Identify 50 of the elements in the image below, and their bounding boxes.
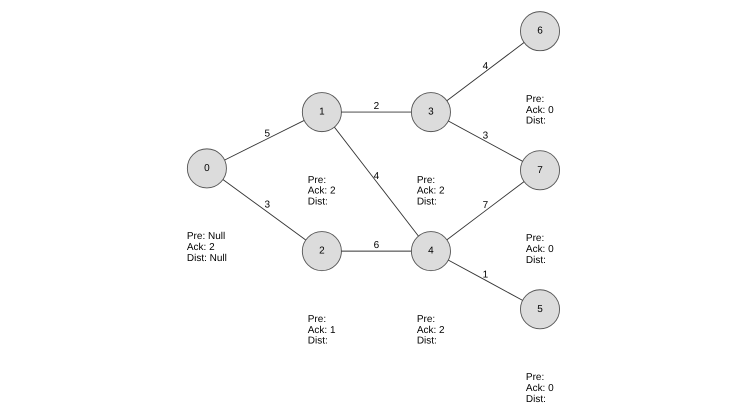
edge-label: 3 <box>482 130 488 142</box>
node-label: Pre: <box>526 94 544 105</box>
node-label: Pre: Null <box>186 231 226 242</box>
node-circle: 4 <box>410 231 451 272</box>
node-label: Pre: <box>526 372 544 384</box>
node-label: Dist: <box>526 394 546 405</box>
edge-label: 6 <box>374 240 380 252</box>
node-label: Pre: <box>416 174 436 186</box>
edge-label: 5 <box>264 128 270 140</box>
edge-label: 1 <box>482 269 488 280</box>
edge-label: 4 <box>482 61 488 72</box>
node-label: Dist: Null <box>186 252 227 264</box>
node-label: Pre: <box>526 232 544 244</box>
edge-label: 7 <box>482 200 488 212</box>
node-label: Pre: <box>308 174 326 186</box>
node-label: Ack: 0 <box>526 104 554 116</box>
node-label: Pre: <box>308 314 326 325</box>
node-circle: 5 <box>520 289 560 330</box>
connector <box>446 42 524 102</box>
node-label: Dist: <box>416 336 437 347</box>
connector <box>448 260 523 301</box>
node-label: Ack: 2 <box>416 324 445 336</box>
connector <box>224 120 304 160</box>
node-circle: 1 <box>302 92 342 132</box>
connector <box>341 250 412 252</box>
node-label: Ack: 1 <box>308 324 336 336</box>
edge-label: 2 <box>374 101 380 112</box>
node-circle: 3 <box>410 92 451 132</box>
node-label: Dist: <box>308 336 328 347</box>
node-label: Dist: <box>526 116 546 127</box>
node-circle: 2 <box>302 231 342 272</box>
node-label: Ack: 2 <box>308 186 336 197</box>
edge-label: 3 <box>264 199 270 210</box>
connector <box>446 181 524 240</box>
node-label: Ack: 2 <box>416 186 445 197</box>
node-label: Dist: <box>416 196 437 208</box>
node-label: Dist: <box>526 254 546 266</box>
connector <box>341 112 412 113</box>
node-label: Pre: <box>416 314 436 325</box>
node-circle: 7 <box>520 150 560 190</box>
connector <box>222 179 306 240</box>
node-label: Ack: 0 <box>526 382 554 394</box>
node-label: Ack: 2 <box>186 242 215 254</box>
connector <box>448 120 523 162</box>
connector <box>334 126 419 236</box>
node-label: Dist: <box>308 196 328 208</box>
edge-label: 4 <box>374 171 380 182</box>
node-circle: 6 <box>520 11 560 52</box>
node-circle: 0 <box>186 148 227 188</box>
node-label: Ack: 0 <box>526 244 554 255</box>
